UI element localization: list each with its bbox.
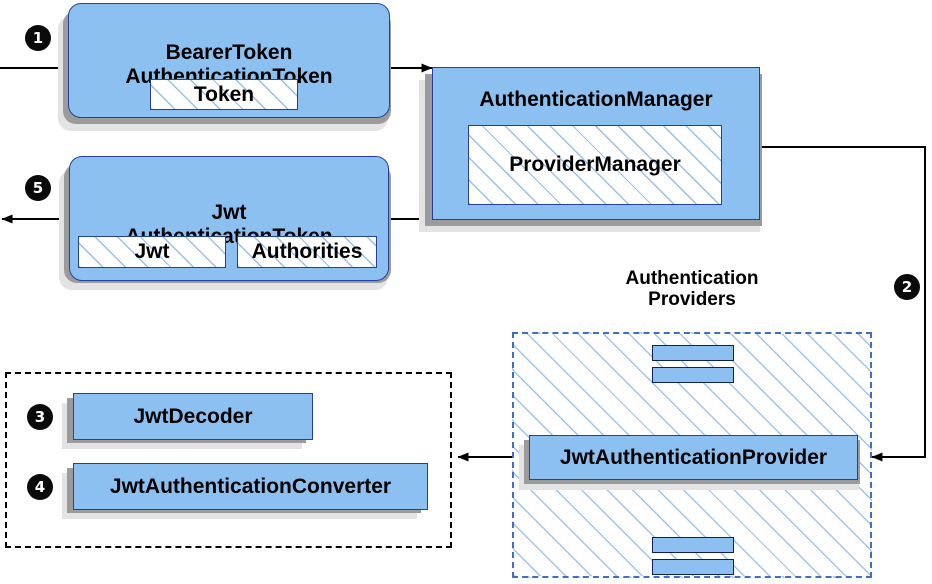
other-provider-bar-3 [652,537,734,553]
other-provider-bar-1 [652,345,734,361]
support-components-region [5,372,452,548]
jwt-authentication-converter[interactable]: JwtAuthenticationConverter [73,463,428,510]
step-badge-1: 1 [25,25,51,51]
step-badge-3: 3 [27,404,53,430]
authentication-manager-title: AuthenticationManager [479,88,713,111]
jwt-token-slot-authorities[interactable]: Authorities [237,236,377,268]
jwt-decoder[interactable]: JwtDecoder [73,393,313,440]
step-badge-2: 2 [894,274,920,300]
step-badge-4: 4 [27,474,53,500]
jwt-authentication-provider[interactable]: JwtAuthenticationProvider [529,435,858,480]
other-provider-bar-4 [652,559,734,575]
provider-manager-slot[interactable]: ProviderManager [468,125,722,205]
edge-manager-to-provider [760,146,926,462]
authentication-providers-caption: Authentication Providers [625,268,759,311]
other-provider-bar-2 [652,367,734,383]
bearer-token-slot[interactable]: Token [150,79,298,110]
jwt-token-slot-jwt[interactable]: Jwt [78,236,226,268]
step-badge-5: 5 [25,175,51,201]
